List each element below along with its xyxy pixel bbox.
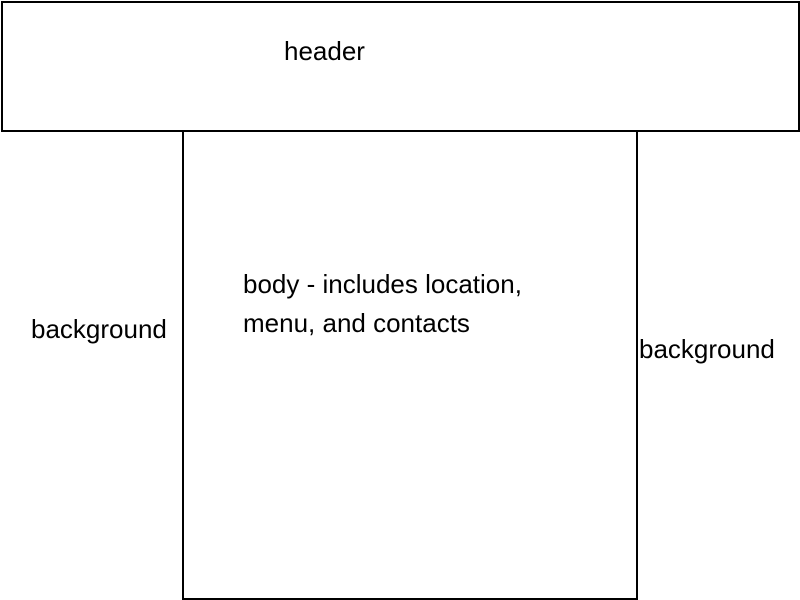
background-left-label: background — [31, 314, 167, 344]
body-label: body - includes location, menu, and cont… — [243, 269, 522, 338]
background-right-label: background — [639, 334, 775, 364]
header-region — [1, 1, 800, 132]
header-label: header — [284, 36, 365, 66]
body-region — [182, 130, 638, 600]
